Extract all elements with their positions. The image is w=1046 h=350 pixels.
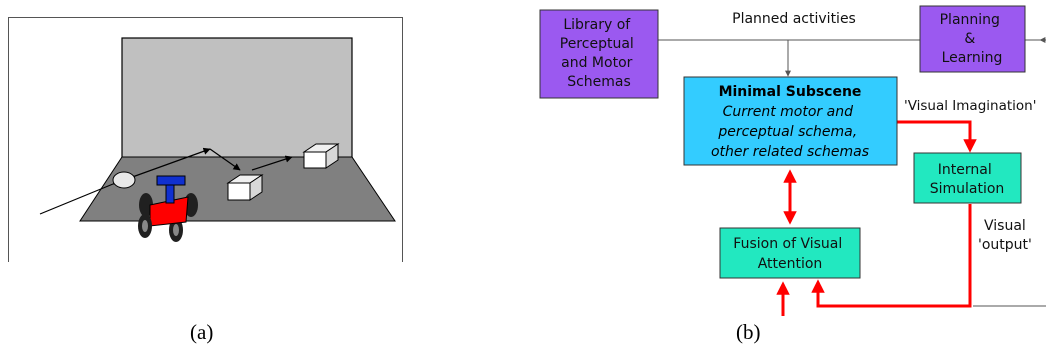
visual-output-line-2: 'output'	[978, 237, 1032, 253]
svg-text:Internal Simulation: Internal Simulation	[930, 162, 1005, 197]
planning-box	[919, 5, 1026, 73]
internal-sim-box	[913, 152, 1022, 204]
planned-activities-label: Planned activities	[732, 11, 856, 27]
visual-output-arrow	[811, 204, 972, 308]
subscene-line-2: perceptual schema,	[717, 124, 857, 140]
planning-line-1: Planning	[940, 12, 1000, 28]
svg-text:Planning & Learning: Planning & Learning	[940, 12, 1005, 66]
visual-output-line-1: Visual	[984, 218, 1026, 234]
library-line-3: and Motor	[561, 55, 632, 71]
box-near	[226, 174, 264, 201]
fusion-line-2: Attention	[758, 256, 823, 272]
planning-line-3: Learning	[942, 50, 1003, 66]
robot-path	[39, 183, 114, 215]
subscene-line-3: other related schemas	[711, 144, 869, 160]
caption-b: (b)	[736, 320, 761, 344]
robot-path-arrow-3	[251, 155, 293, 171]
internal-sim-line-1: Internal	[938, 162, 992, 178]
robot-path-arrow-2	[209, 148, 241, 171]
box-far	[302, 143, 340, 169]
library-line-1: Library of	[563, 17, 631, 33]
svg-text:Current motor and perceptu: Current motor and perceptual schema, oth…	[711, 104, 869, 160]
fusion-box	[719, 227, 861, 279]
svg-text:Visual 'output': Visual 'output'	[978, 218, 1032, 253]
robot-car	[138, 175, 198, 242]
svg-text:Fusion of Visual Attention: Fusion of Visual Attention	[733, 236, 846, 272]
subscene-title: Minimal Subscene	[719, 84, 862, 100]
imagination-arrow	[897, 120, 977, 153]
visual-imagination-label: 'Visual Imagination'	[904, 98, 1036, 114]
ball	[112, 171, 136, 189]
planning-line-2: &	[964, 31, 975, 47]
library-line-4: Schemas	[567, 74, 631, 90]
subscene-box	[683, 76, 898, 166]
subscene-line-1: Current motor and	[723, 104, 854, 120]
internal-sim-line-2: Simulation	[930, 181, 1005, 197]
fusion-line-1: Fusion of Visual	[733, 236, 842, 252]
svg-text:Library of Perceptual: Library of Perceptual and Motor Schemas	[560, 17, 639, 90]
library-line-2: Perceptual	[560, 36, 634, 52]
caption-a: (a)	[190, 320, 214, 344]
panel-a-scene	[8, 17, 403, 262]
library-box	[539, 9, 659, 99]
